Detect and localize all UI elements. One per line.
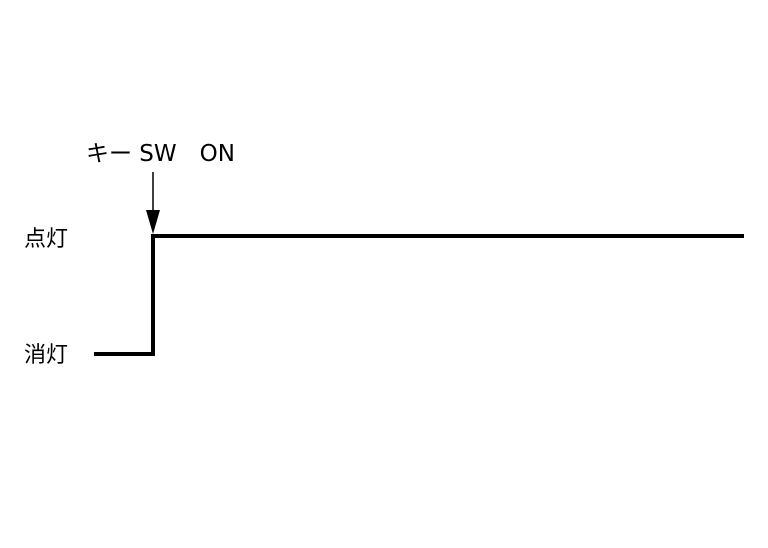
state-off-label: 消灯 <box>24 343 69 368</box>
state-on-label: 点灯 <box>24 227 69 252</box>
event-label: キー SW ON <box>86 141 235 167</box>
event-arrow-head <box>146 210 160 234</box>
signal-waveform <box>94 234 744 356</box>
